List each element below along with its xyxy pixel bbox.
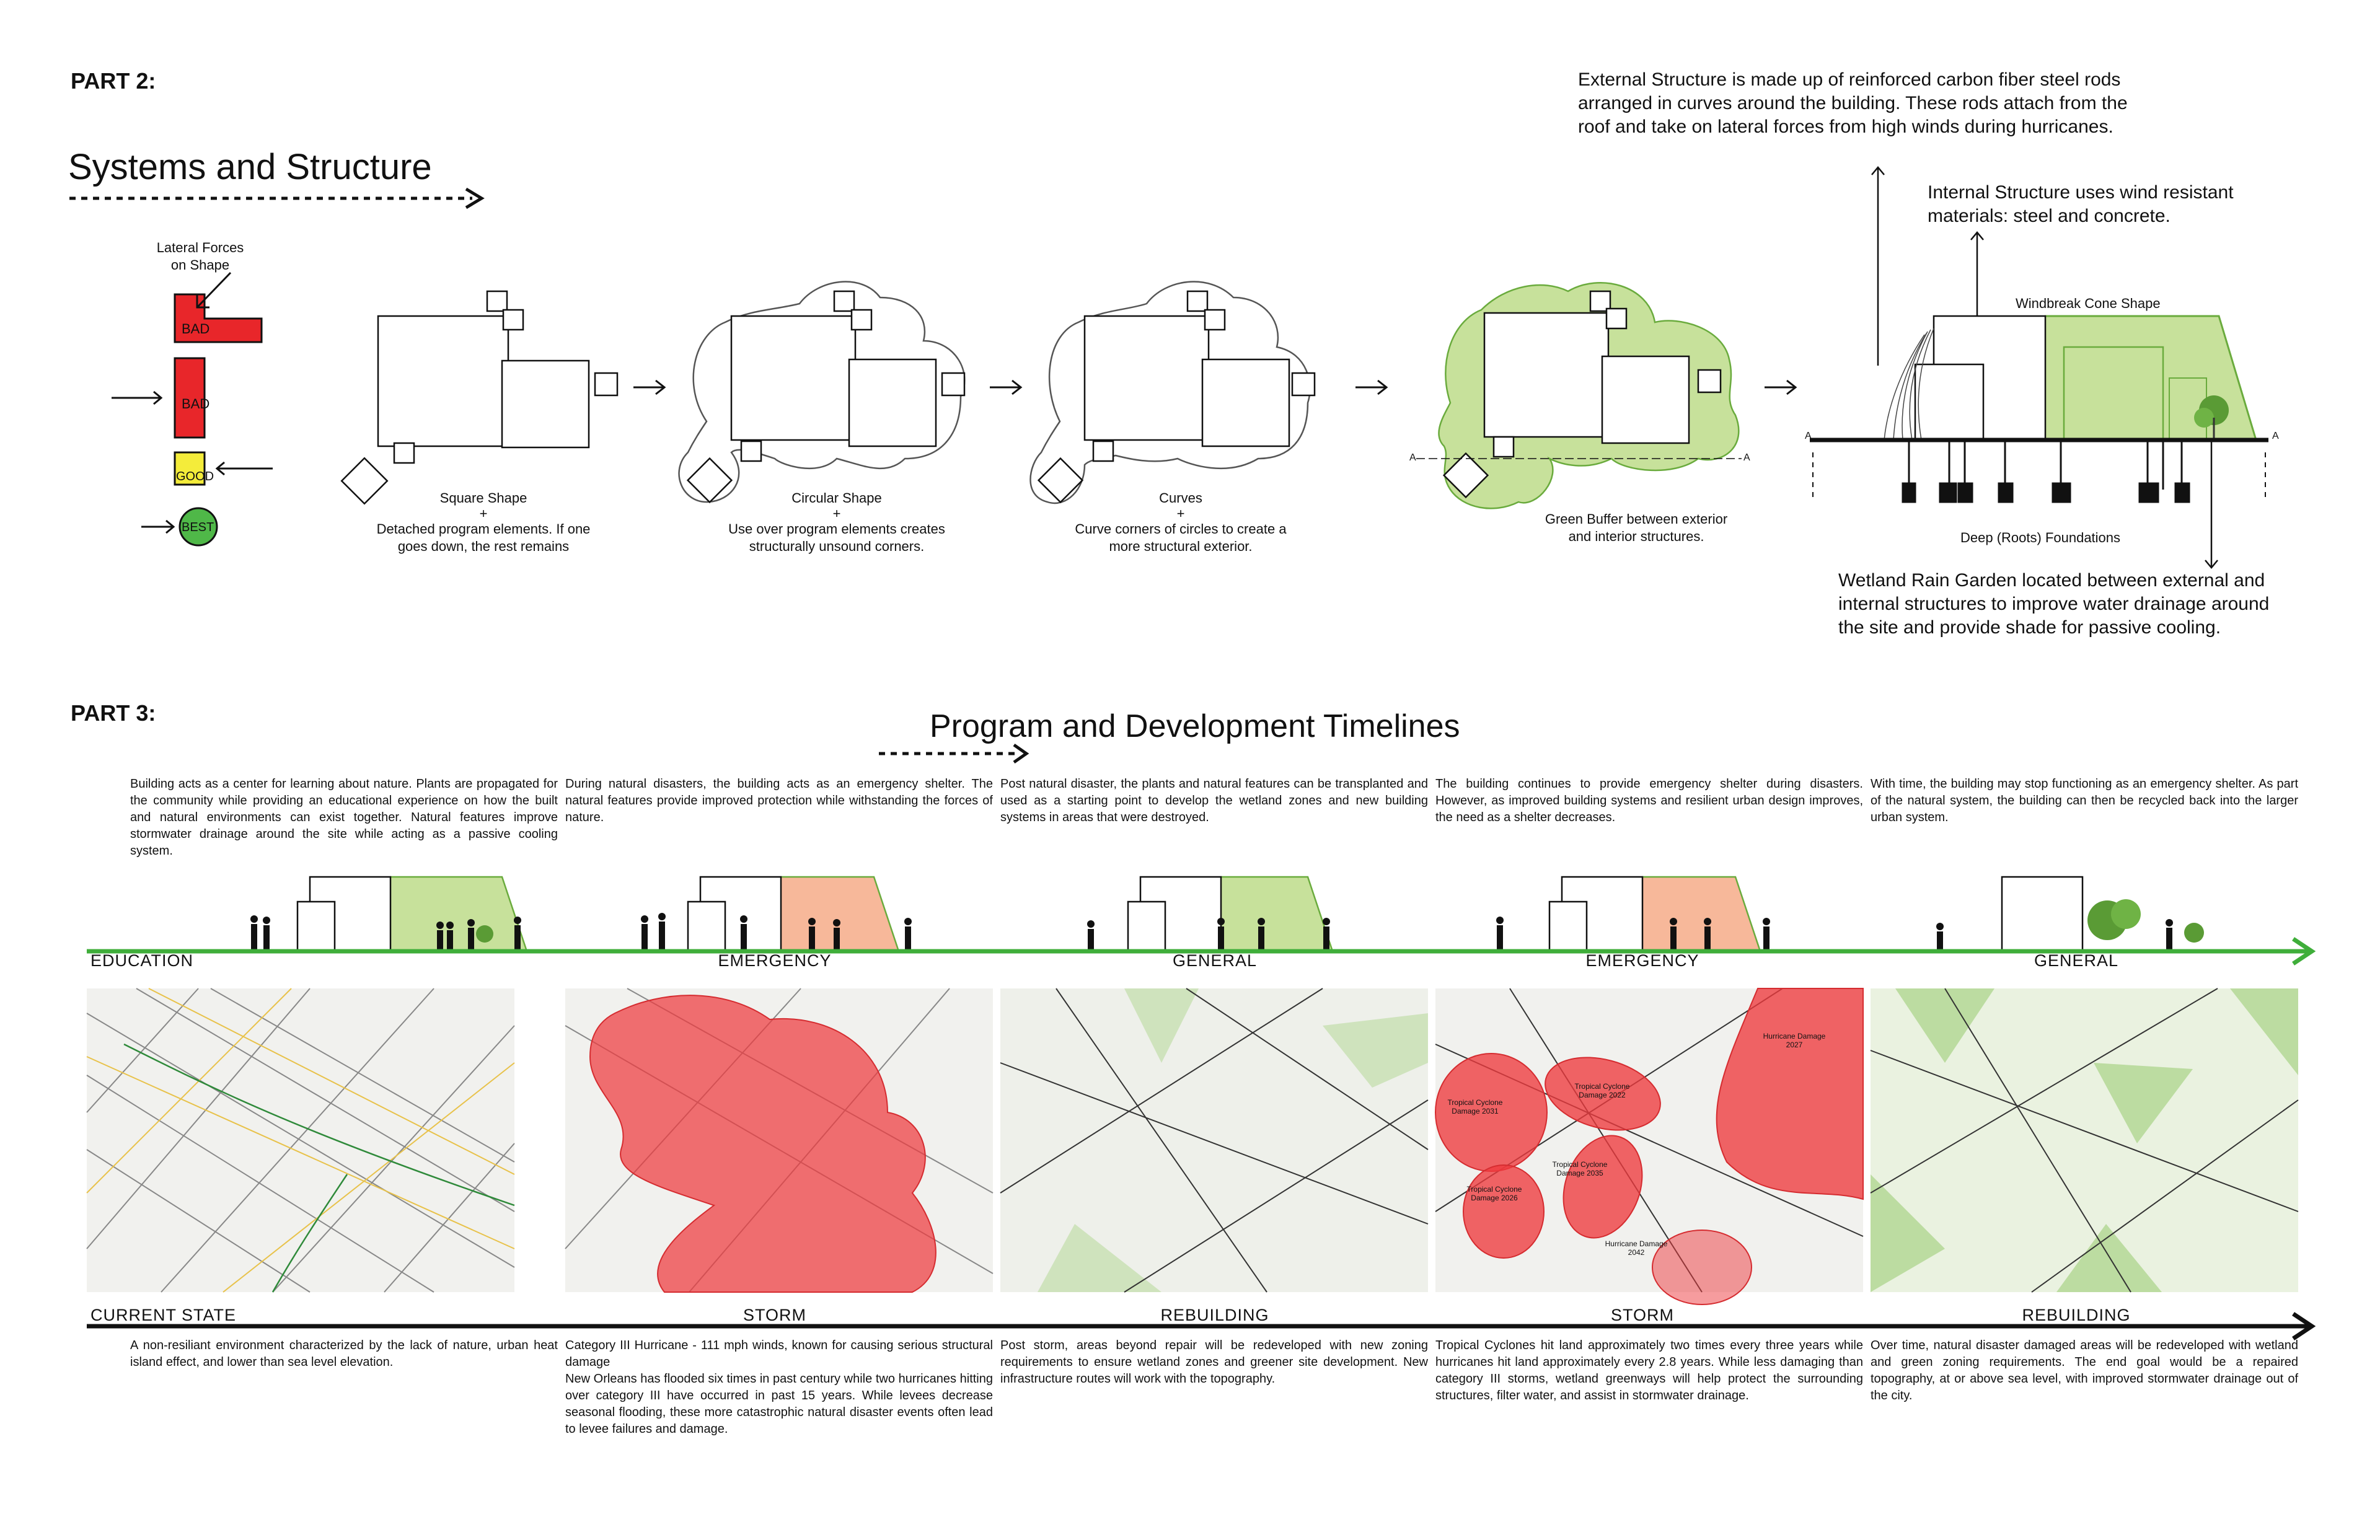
arrow-2: [990, 379, 1023, 395]
step-3-title: Curves: [1159, 490, 1202, 506]
section-marker-left: A: [1409, 452, 1416, 463]
square-shape-good: [174, 451, 206, 486]
step-1-plus: +: [479, 506, 488, 521]
damage-label-2026: Tropical Cyclone Damage 2026: [1466, 1185, 1522, 1202]
circle-shape-best: [178, 507, 218, 547]
program-timeline-arrow: [87, 937, 2316, 966]
damage-zone-2026: [1463, 1164, 1545, 1259]
program-label-general-2: GENERAL: [2034, 951, 2119, 970]
square-shape-diagram: [340, 290, 619, 505]
part2-heading: PART 2:: [71, 68, 156, 94]
damage-zone-2042: [1652, 1230, 1752, 1305]
step-4-desc: Green Buffer between exterior and interi…: [1545, 511, 1728, 544]
program-label-emergency-1: EMERGENCY: [718, 951, 832, 970]
lateral-label-good: GOOD: [176, 470, 214, 483]
building-section-diagram: [1810, 166, 2268, 569]
step-3-plus: +: [1176, 506, 1185, 521]
arrow-4: [1765, 379, 1797, 395]
part3-title: Program and Development Timelines: [930, 708, 1460, 744]
map-storm-2: [1435, 988, 1864, 1305]
storm-damage-zone: [589, 995, 937, 1293]
program-label-general-1: GENERAL: [1172, 951, 1258, 970]
state-label-rebuilding-1: REBUILDING: [1160, 1306, 1269, 1324]
damage-zone-2022: [1545, 1057, 1661, 1131]
bottom-paragraph-4: Tropical Cyclones hit land approximately…: [1435, 1339, 1863, 1402]
bottom-paragraph-1: A non-resiliant environment characterize…: [130, 1339, 558, 1369]
step-1-title: Square Shape: [439, 490, 527, 506]
step-1-desc: Detached program elements. If one goes d…: [376, 521, 591, 554]
section-marker-right: A: [1743, 452, 1750, 463]
building-icon-emergency-2: [1496, 876, 1770, 953]
top-paragraph-5: With time, the building may stop functio…: [1871, 777, 2298, 824]
state-label-storm-1: STORM: [743, 1306, 806, 1324]
lateral-forces-diagram: [112, 271, 273, 547]
note-external-structure: External Structure is made up of reinfor…: [1578, 69, 2128, 137]
circular-shape-diagram: [678, 281, 966, 504]
state-label-current: CURRENT STATE: [90, 1306, 237, 1324]
bottom-paragraph-2: Category III Hurricane - 111 mph winds, …: [565, 1339, 993, 1436]
state-label-rebuilding-2: REBUILDING: [2022, 1306, 2131, 1324]
part2-title: Systems and Structure: [68, 147, 432, 187]
note-wetland-rain-garden: Wetland Rain Garden located between exte…: [1838, 570, 2270, 638]
program-label-education: EDUCATION: [90, 951, 194, 970]
step-2-desc: Use over program elements creates struct…: [728, 521, 945, 554]
note-internal-structure: Internal Structure uses wind resistant m…: [1928, 182, 2234, 226]
part2-dashed-arrow: [69, 187, 485, 209]
step-2-plus: +: [832, 506, 841, 521]
building-icon-general-1: [1087, 876, 1334, 953]
section-label-windbreak: Windbreak Cone Shape: [2016, 296, 2161, 311]
bottom-paragraph-3: Post storm, areas beyond repair will be …: [1000, 1339, 1428, 1386]
state-label-storm-2: STORM: [1610, 1306, 1674, 1324]
damage-zone-2035: [1562, 1135, 1643, 1239]
map-rebuilding-1: [1000, 988, 1429, 1293]
map-rebuilding-2: [1870, 988, 2299, 1293]
damage-label-2042: Hurricane Damage 2042: [1605, 1239, 1668, 1257]
top-paragraph-1: Building acts as a center for learning a…: [130, 777, 558, 858]
green-buffer-diagram: [1416, 282, 1742, 509]
rect-shape-bad: [174, 357, 206, 439]
state-timeline-arrow: [87, 1312, 2316, 1340]
building-icon-emergency-1: [641, 876, 912, 953]
damage-zone-2027: [1716, 988, 1864, 1200]
top-paragraph-2: During natural disasters, the building a…: [565, 777, 993, 824]
section-label-foundations: Deep (Roots) Foundations: [1960, 530, 2121, 545]
top-paragraph-4: The building continues to provide emerge…: [1435, 777, 1863, 824]
lateral-label-best: BEST: [182, 521, 214, 534]
program-label-emergency-2: EMERGENCY: [1585, 951, 1699, 970]
section-marker-right-2: A: [2272, 431, 2279, 441]
damage-label-2035: Tropical Cyclone Damage 2035: [1552, 1160, 1608, 1177]
part3-dashed-arrow: [879, 743, 1029, 764]
damage-label-2031: Tropical Cyclone Damage 2031: [1447, 1098, 1503, 1115]
lateral-label-bad-1: BAD: [182, 321, 210, 337]
lateral-forces-title: Lateral Forces on Shape: [156, 240, 244, 273]
bottom-paragraph-5: Over time, natural disaster damaged area…: [1871, 1339, 2298, 1402]
top-paragraph-3: Post natural disaster, the plants and na…: [1000, 777, 1428, 824]
map-storm-1: [565, 988, 994, 1293]
lateral-label-bad-2: BAD: [182, 396, 210, 411]
map-current-state: [86, 988, 515, 1293]
step-2-title: Circular Shape: [791, 490, 882, 506]
building-icon-education: [250, 876, 528, 953]
arrow-1: [633, 379, 666, 395]
step-3-desc: Curve corners of circles to create a mor…: [1075, 521, 1287, 554]
arrow-3: [1355, 379, 1388, 395]
damage-label-2022: Tropical Cyclone Damage 2022: [1574, 1082, 1630, 1099]
building-icon-general-2: [1936, 876, 2204, 953]
damage-label-2027: Hurricane Damage 2027: [1763, 1032, 1826, 1049]
part3-heading: PART 3:: [71, 700, 156, 726]
section-marker-left-2: A: [1805, 431, 1812, 441]
curves-diagram: [1029, 281, 1316, 504]
